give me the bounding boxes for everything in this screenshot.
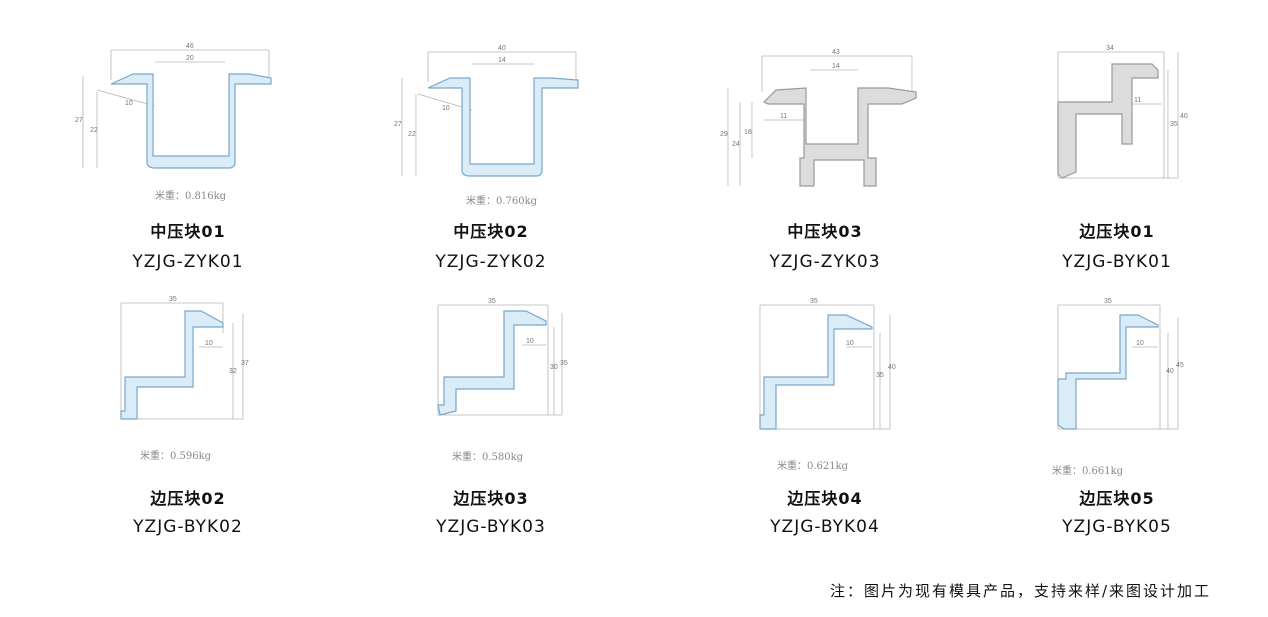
svg-text:20: 20 [186, 55, 194, 62]
product-name: 中压块01 [150, 222, 226, 241]
weight-label: 米重：0.661kg [1052, 466, 1124, 477]
profile-drawing: 35 10 35 40 [759, 298, 896, 430]
svg-text:34: 34 [1106, 45, 1114, 52]
profile-drawing: 35 10 30 35 [437, 298, 568, 416]
svg-text:10: 10 [846, 340, 854, 347]
product-code: YZJG-BYK04 [770, 517, 880, 537]
product-code: YZJG-BYK02 [133, 517, 243, 537]
svg-text:35: 35 [876, 372, 884, 379]
product-name: 边压块04 [787, 489, 863, 508]
svg-text:35: 35 [810, 298, 818, 305]
product-card-byk05: 35 10 40 45 米重：0.661kg 边压块05 YZJG-BYK05 [972, 293, 1262, 543]
svg-text:40: 40 [888, 364, 896, 371]
product-card-byk03: 35 10 30 35 米重：0.580kg 边压块03 YZJG-BYK03 [346, 293, 636, 543]
svg-text:32: 32 [229, 368, 237, 375]
product-name: 中压块02 [453, 222, 529, 241]
footer-note: 注：图片为现有模具产品，支持来样/来图设计加工 [829, 582, 1211, 600]
svg-text:29: 29 [720, 131, 728, 138]
weight-label: 米重：0.816kg [155, 191, 227, 202]
svg-text:14: 14 [832, 63, 840, 70]
svg-text:35: 35 [169, 296, 177, 303]
svg-text:30: 30 [550, 364, 558, 371]
svg-text:40: 40 [1166, 368, 1174, 375]
svg-text:22: 22 [90, 127, 98, 134]
weight-label: 米重：0.580kg [452, 452, 524, 463]
weight-label: 米重：0.596kg [140, 451, 212, 462]
svg-text:37: 37 [241, 360, 249, 367]
svg-text:35: 35 [560, 360, 568, 367]
profile-drawing: 35 10 40 45 [1057, 298, 1184, 430]
svg-text:11: 11 [780, 113, 787, 120]
svg-text:10: 10 [205, 340, 213, 347]
svg-text:46: 46 [186, 43, 194, 50]
profile-drawing: 34 11 35 40 [1057, 45, 1188, 179]
product-code: YZJG-ZYK02 [435, 252, 547, 272]
weight-label: 米重：0.621kg [777, 461, 849, 472]
product-card-byk01: 34 11 35 40 边压块01 YZJG-BYK01 [972, 40, 1262, 290]
product-code: YZJG-ZYK03 [769, 252, 881, 272]
svg-text:10: 10 [1136, 340, 1144, 347]
profile-drawing: 35 10 32 37 [120, 296, 249, 420]
product-card-byk02: 35 10 32 37 米重：0.596kg 边压块02 YZJG-BYK02 [43, 293, 333, 543]
product-name: 边压块03 [453, 489, 529, 508]
profile-drawing: 43 14 11 29 24 18 [720, 49, 917, 187]
product-card-zyk02: 40 14 10 27 22 米重：0.760kg 中压块02 YZJG-ZYK… [346, 40, 636, 290]
product-code: YZJG-ZYK01 [132, 252, 244, 272]
svg-text:14: 14 [498, 57, 506, 64]
svg-text:43: 43 [832, 49, 840, 56]
product-code: YZJG-BYK03 [436, 517, 546, 537]
svg-text:27: 27 [75, 117, 83, 124]
profile-drawing: 40 14 10 27 22 [394, 45, 579, 177]
svg-text:10: 10 [526, 338, 534, 345]
product-code: YZJG-BYK01 [1062, 252, 1172, 272]
svg-text:18: 18 [744, 129, 752, 136]
svg-text:11: 11 [1134, 97, 1141, 104]
product-name: 边压块01 [1079, 222, 1155, 241]
svg-text:40: 40 [498, 45, 506, 52]
svg-text:27: 27 [394, 121, 402, 128]
svg-text:22: 22 [408, 131, 416, 138]
svg-text:35: 35 [1104, 298, 1112, 305]
profile-drawing: 46 20 10 27 22 [75, 43, 272, 169]
weight-label: 米重：0.760kg [466, 196, 538, 207]
svg-text:10: 10 [442, 105, 450, 112]
svg-text:10: 10 [125, 100, 133, 107]
product-card-byk04: 35 10 35 40 米重：0.621kg 边压块04 YZJG-BYK04 [680, 293, 970, 543]
svg-text:40: 40 [1180, 113, 1188, 120]
svg-text:35: 35 [488, 298, 496, 305]
product-name: 边压块05 [1079, 489, 1155, 508]
product-name: 中压块03 [787, 222, 863, 241]
svg-text:45: 45 [1176, 362, 1184, 369]
product-card-zyk01: 46 20 10 27 22 米重：0.816kg 中压块01 YZJG-ZYK… [43, 40, 333, 290]
product-code: YZJG-BYK05 [1062, 517, 1172, 537]
svg-text:24: 24 [732, 141, 740, 148]
product-card-zyk03: 43 14 11 29 24 18 中压块03 YZJG-ZYK03 [680, 40, 970, 290]
svg-text:35: 35 [1170, 121, 1178, 128]
product-name: 边压块02 [150, 489, 226, 508]
